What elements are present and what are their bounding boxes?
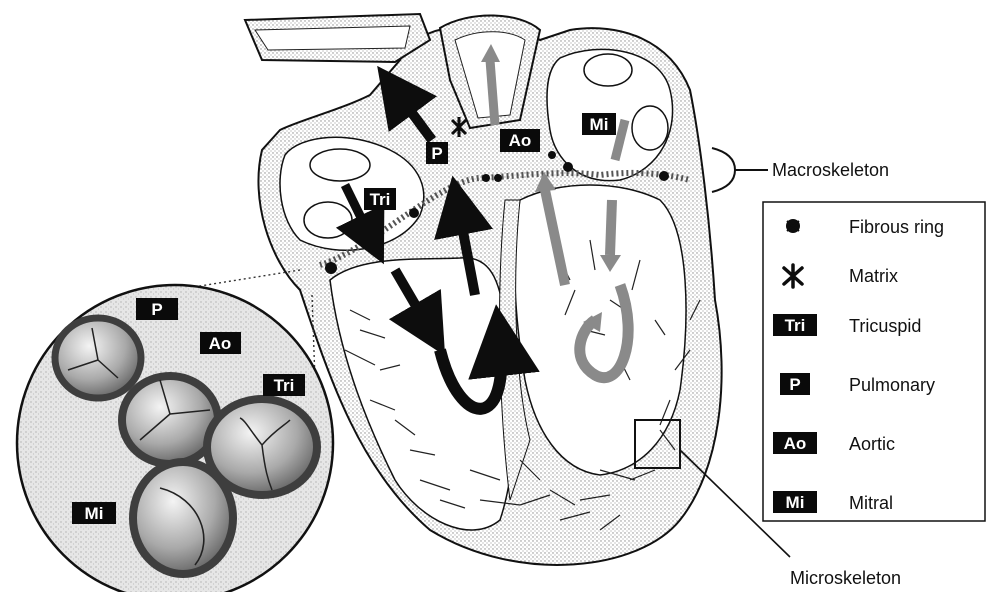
inset-tag-tricuspid-text: Tri xyxy=(274,376,295,395)
inset-tag-aortic-text: Ao xyxy=(209,334,232,353)
inset-valve-pulmonary xyxy=(55,318,141,398)
legend-box xyxy=(763,202,985,521)
valve-tag-tricuspid-text: Tri xyxy=(370,190,391,209)
valve-tag-aortic-text: Ao xyxy=(509,131,532,150)
legend-label-matrix: Matrix xyxy=(849,266,898,286)
inset-tag-aortic: Ao xyxy=(200,332,241,354)
flow-arrow-mitral-inflow xyxy=(610,200,612,255)
inset-tag-mitral: Mi xyxy=(72,502,116,524)
right-ventricle xyxy=(330,258,514,530)
valve-inset: P Ao Tri Mi xyxy=(17,270,333,592)
inset-valve-mitral xyxy=(133,462,233,574)
valve-tag-pulmonary: P xyxy=(426,142,448,164)
valve-tag-mitral-text: Mi xyxy=(590,115,609,134)
legend-tag-aortic: Ao xyxy=(784,434,807,453)
valve-tag-aortic: Ao xyxy=(500,129,540,152)
fibrous-ring-dot xyxy=(325,262,337,274)
valve-tag-tricuspid: Tri xyxy=(364,188,396,210)
macroskeleton-label: Macroskeleton xyxy=(772,160,889,180)
legend-label-mitral: Mitral xyxy=(849,493,893,513)
microskeleton-label: Microskeleton xyxy=(790,568,901,588)
valve-tag-mitral: Mi xyxy=(582,113,616,135)
macroskeleton-bracket xyxy=(712,148,735,192)
legend-label-fibrous-ring: Fibrous ring xyxy=(849,217,944,237)
legend-item-pulmonary: P Pulmonary xyxy=(780,373,935,395)
flow-arrow-aortic-out xyxy=(490,60,495,125)
inset-tag-pulmonary-text: P xyxy=(151,300,162,319)
legend-label-pulmonary: Pulmonary xyxy=(849,375,935,395)
fibrous-ring-dot xyxy=(409,208,419,218)
inset-tag-tricuspid: Tri xyxy=(263,374,305,396)
fibrous-ring-dot xyxy=(563,162,573,172)
legend-tag-mitral: Mi xyxy=(786,493,805,512)
legend: Fibrous ring Matrix Tri Tricuspid P Pulm… xyxy=(763,202,985,521)
fibrous-ring-dot xyxy=(548,151,556,159)
inset-tag-mitral-text: Mi xyxy=(85,504,104,523)
legend-tag-tricuspid: Tri xyxy=(785,316,806,335)
fibrous-ring-dot xyxy=(482,174,490,182)
fibrous-ring-dot xyxy=(494,174,502,182)
legend-label-aortic: Aortic xyxy=(849,434,895,454)
legend-tag-pulmonary: P xyxy=(789,375,800,394)
valve-tag-pulmonary-text: P xyxy=(431,144,442,163)
macroskeleton-callout: Macroskeleton xyxy=(712,148,889,192)
inset-tag-pulmonary: P xyxy=(136,298,178,320)
legend-label-tricuspid: Tricuspid xyxy=(849,316,921,336)
fibrous-ring-dot xyxy=(659,171,669,181)
